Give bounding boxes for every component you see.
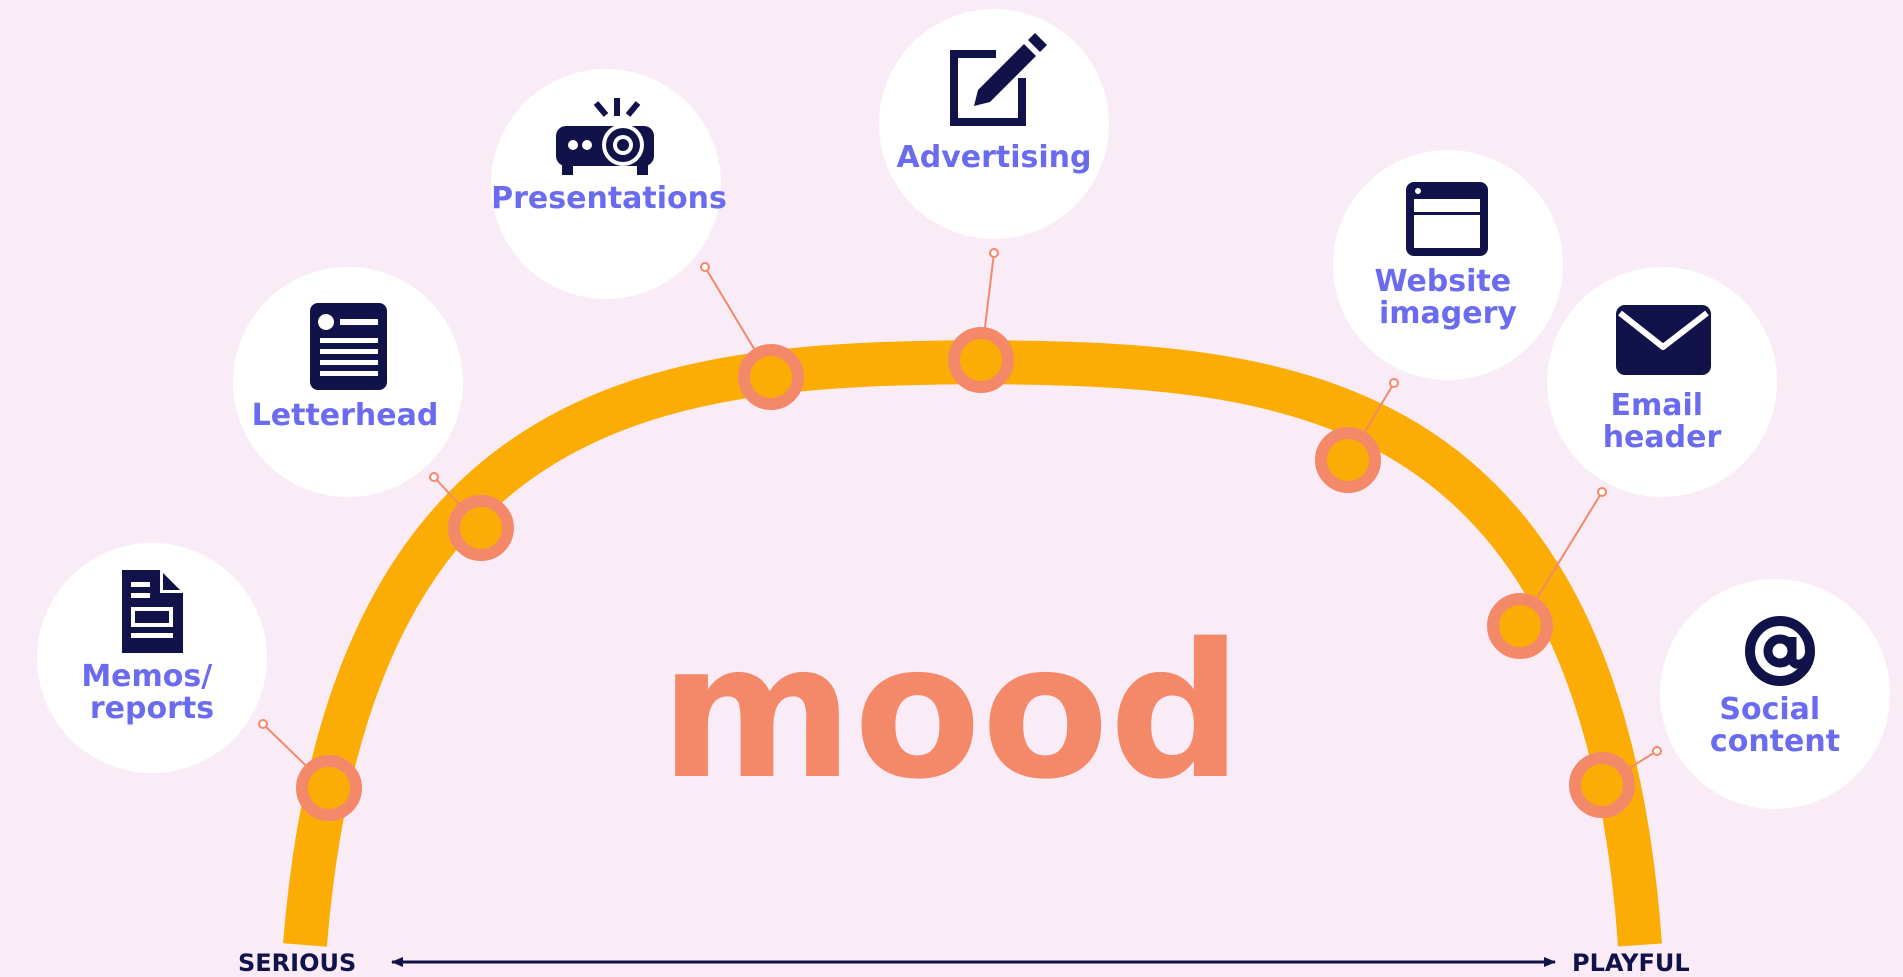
bubble-label-social-content: Social content [1710, 692, 1840, 759]
document-icon [122, 570, 183, 653]
connector-end-website [1389, 378, 1399, 388]
arc-node-website [1315, 427, 1381, 493]
connector-end-presentations [700, 262, 710, 272]
bubble-email-header: Email header [1547, 267, 1777, 497]
connector-end-email [1597, 487, 1607, 497]
projector-icon [556, 98, 654, 175]
bubble-advertising: Advertising [879, 9, 1109, 239]
bubble-label-line: content [1710, 724, 1840, 759]
center-word-mood: mood [660, 603, 1243, 820]
bubble-label-advertising: Advertising [897, 140, 1092, 175]
bubble-label-line: Social [1719, 692, 1820, 727]
connector-end-advertising [989, 248, 999, 258]
connector-end-memos [258, 719, 268, 729]
arc-node-social [1569, 752, 1635, 818]
bubble-label-line: Website [1374, 264, 1511, 299]
bubble-social-content: Social content [1660, 579, 1890, 809]
axis-label-serious: SERIOUS [238, 949, 356, 977]
bubble-label-line: Memos/ [81, 659, 212, 694]
bubble-presentations: Presentations [491, 69, 727, 299]
arc-node-presentations [738, 344, 804, 410]
browser-window-icon [1406, 182, 1488, 256]
bubble-label-memos-reports: Memos/ reports [81, 659, 222, 726]
bubble-label-email-header: Email header [1603, 388, 1722, 455]
bubble-label-line: Advertising [897, 140, 1092, 175]
bubble-website-imagery: Website imagery [1333, 150, 1563, 380]
bubble-memos-reports: Memos/ reports [37, 543, 267, 773]
arc-node-email [1487, 593, 1553, 659]
arc-node-letterhead [448, 495, 514, 561]
connector-end-social [1652, 746, 1662, 756]
bubble-label-line: imagery [1379, 296, 1517, 331]
bubble-label-presentations: Presentations [491, 181, 727, 216]
at-sign-icon [1745, 616, 1815, 686]
bubble-label-letterhead: Letterhead [252, 398, 439, 433]
edit-icon [950, 33, 1047, 126]
letterhead-icon [310, 303, 387, 390]
axis-label-playful: PLAYFUL [1572, 949, 1690, 977]
bubble-letterhead: Letterhead [233, 267, 463, 497]
bubble-label-line: reports [90, 691, 214, 726]
bubble-label-line: header [1603, 420, 1722, 455]
connector-end-letterhead [429, 472, 439, 482]
bubble-label-line: Email [1610, 388, 1703, 423]
bubble-label-line: Letterhead [252, 398, 439, 433]
bubble-label-website-imagery: Website imagery [1374, 264, 1521, 331]
bubble-label-line: Presentations [491, 181, 727, 216]
arc-node-advertising [948, 327, 1014, 393]
arc-node-memos [296, 755, 362, 821]
node-layer [296, 327, 1635, 821]
envelope-icon [1616, 305, 1711, 375]
